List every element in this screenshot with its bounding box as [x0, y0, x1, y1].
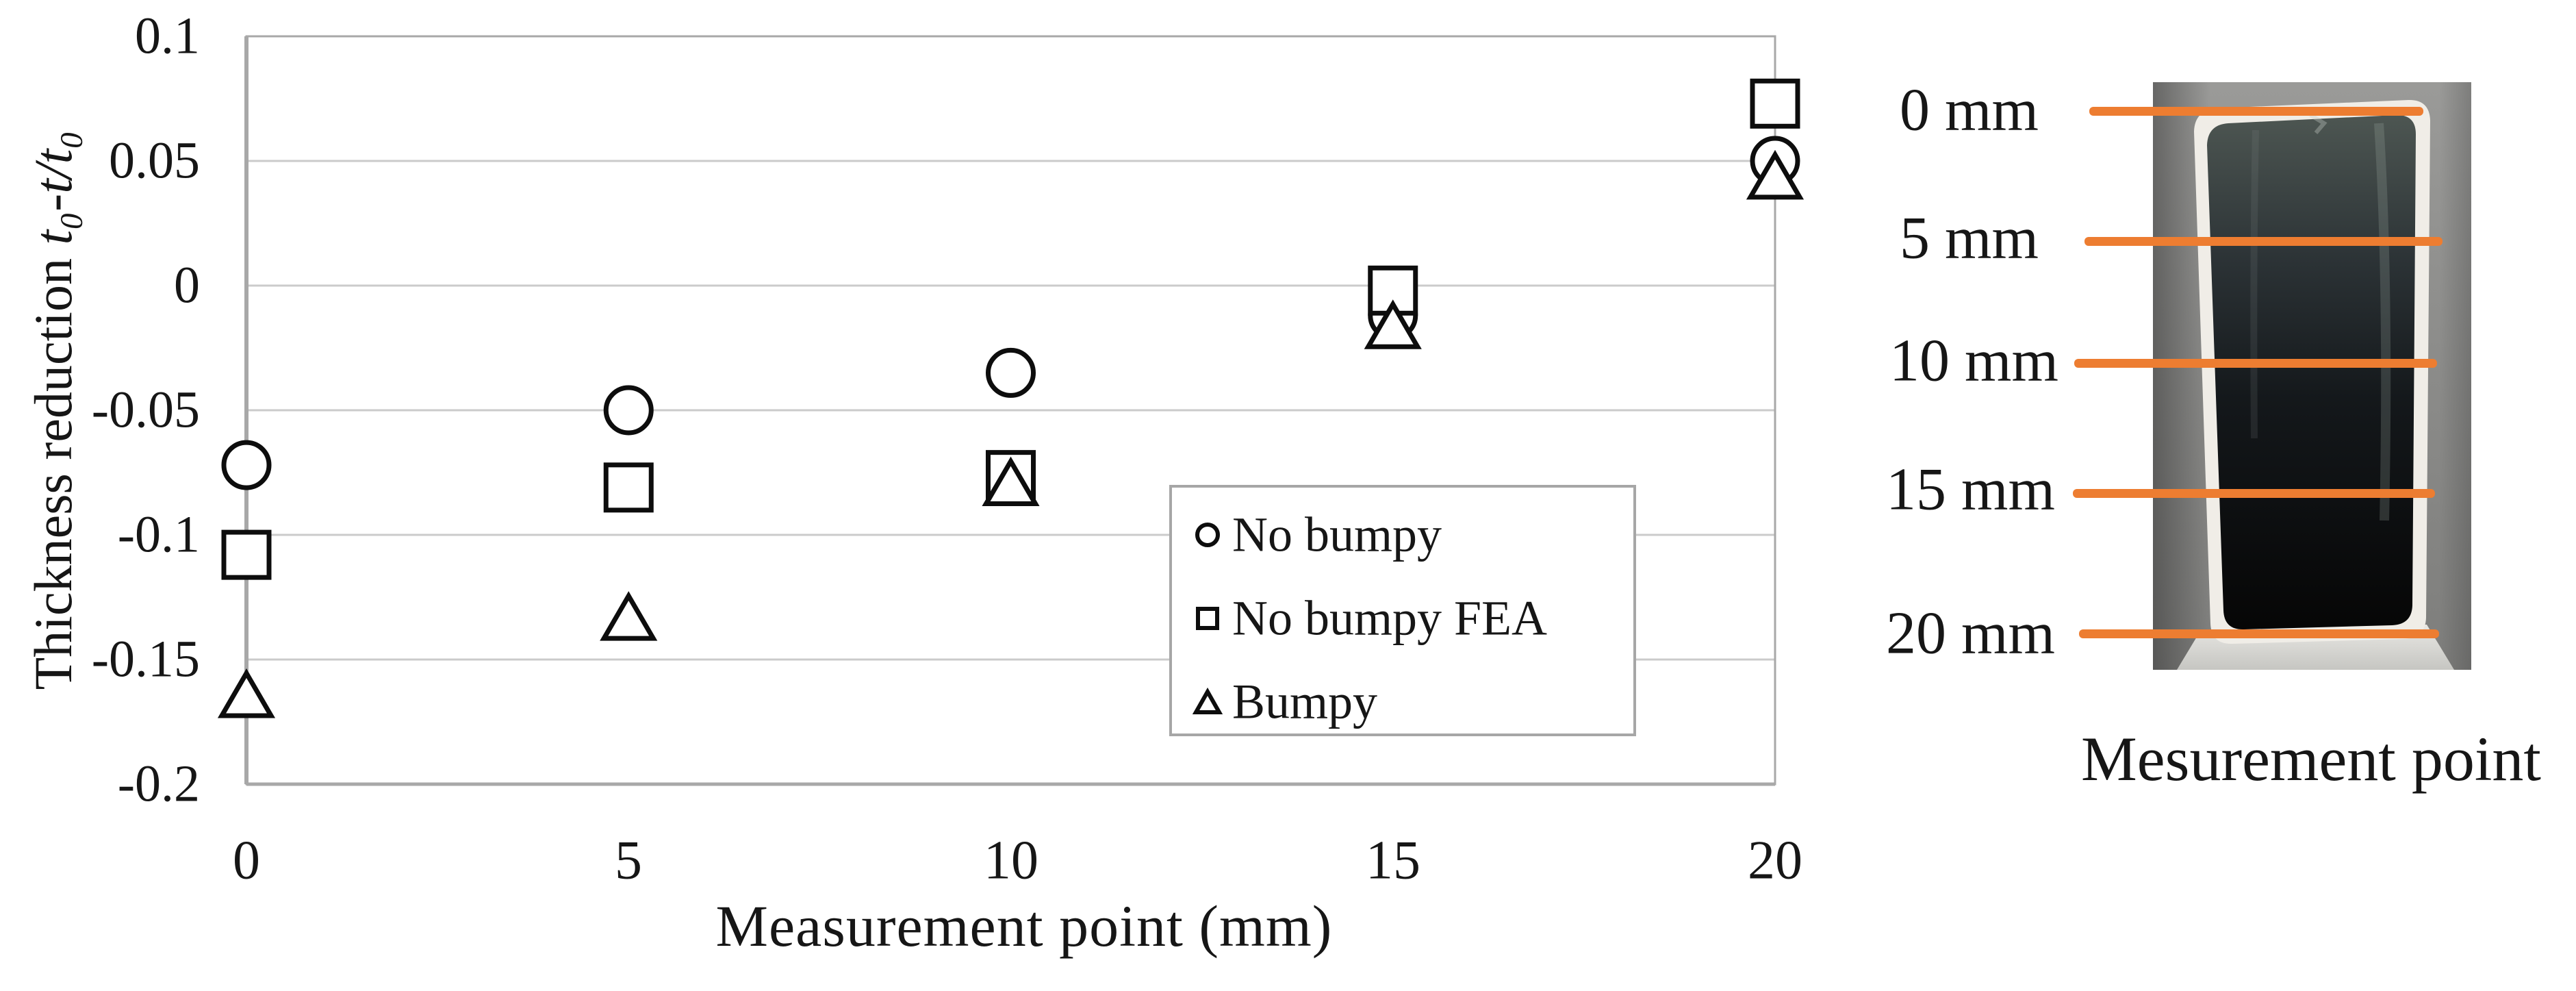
x-tick-label: 10 — [984, 830, 1038, 891]
y-tick-label: 0.05 — [109, 131, 200, 190]
mm-label-10: 10 mm — [1889, 327, 2058, 394]
y-tick-label: -0.05 — [91, 381, 200, 439]
mm-label-20: 20 mm — [1886, 600, 2055, 667]
specimen-photo — [2153, 82, 2471, 670]
circle-marker-icon — [1195, 523, 1220, 547]
y-axis-title: Thickness reduction t₀-t/t₀ — [23, 131, 84, 690]
legend-label: Bumpy — [1232, 674, 1378, 729]
square-marker-icon — [1196, 607, 1219, 630]
y-tick-label: 0.1 — [135, 7, 200, 65]
y-tick-label: -0.1 — [117, 505, 200, 564]
data-point-circle — [603, 385, 654, 436]
data-point-triangle — [982, 456, 1040, 507]
data-point-triangle — [1746, 149, 1805, 200]
y-tick-label: -0.2 — [117, 755, 200, 813]
measurement-line-0mm — [2089, 107, 2423, 116]
y-axis-title-math: t₀-t/t₀ — [23, 130, 83, 245]
chart-legend: No bumpy No bumpy FEA Bumpy — [1169, 485, 1636, 736]
data-point-circle — [986, 347, 1036, 398]
photo-caption: Mesurement point — [2081, 724, 2541, 794]
measurement-line-5mm — [2084, 237, 2443, 246]
x-axis-title: Measurement point (mm) — [715, 893, 1333, 959]
legend-label: No bumpy FEA — [1232, 590, 1548, 646]
data-point-triangle — [1364, 299, 1422, 349]
x-tick-label: 5 — [615, 830, 642, 891]
x-tick-label: 20 — [1748, 830, 1802, 891]
mm-label-5: 5 mm — [1900, 205, 2039, 272]
legend-label: No bumpy — [1232, 507, 1442, 562]
y-tick-label: 0 — [174, 256, 200, 314]
data-point-square — [221, 529, 272, 580]
mm-label-15: 15 mm — [1886, 456, 2055, 523]
data-point-square — [1750, 78, 1800, 129]
x-tick-label: 15 — [1366, 830, 1420, 891]
measurement-line-15mm — [2073, 489, 2435, 498]
y-tick-label: -0.15 — [91, 630, 200, 688]
data-point-square — [603, 462, 654, 513]
data-point-circle — [221, 440, 272, 490]
y-axis-title-text: Thickness reduction — [23, 258, 83, 690]
data-point-triangle — [600, 591, 658, 641]
data-point-triangle — [217, 668, 276, 718]
measurement-line-10mm — [2074, 359, 2437, 368]
x-tick-label: 0 — [233, 830, 260, 891]
measurement-line-20mm — [2079, 629, 2439, 638]
triangle-marker-icon — [1193, 687, 1223, 714]
mm-label-0: 0 mm — [1900, 77, 2039, 144]
